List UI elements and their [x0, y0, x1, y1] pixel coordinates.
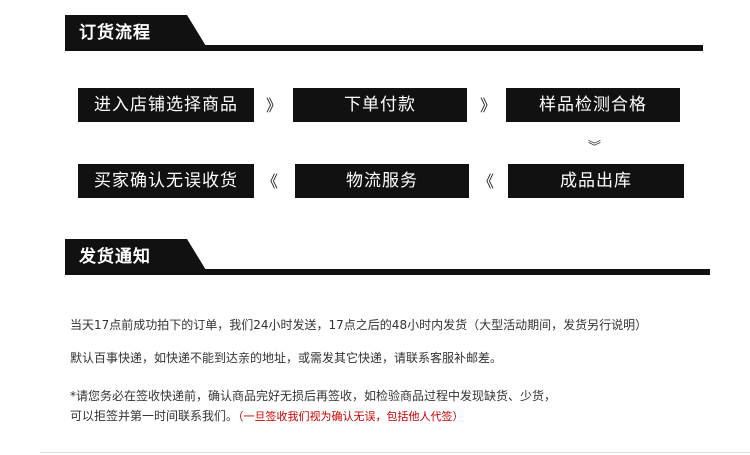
- arrow-left-icon: 《: [478, 172, 495, 191]
- bottom-divider: [40, 452, 750, 453]
- notice-line-4-text: 可以拒签并第一时间联系我们。: [70, 409, 239, 423]
- step-place-order: 下单付款: [293, 88, 467, 122]
- header-divider: [173, 269, 710, 275]
- step-sample-test: 样品检测合格: [506, 88, 680, 122]
- notice-line-4: 可以拒签并第一时间联系我们。（一旦签收我们视为确认无误，包括他人代签）: [70, 407, 464, 426]
- notice-line-2: 默认百事快递，如快递不能到达亲的地址，或需发其它快递，请联系客服补邮差。: [70, 351, 503, 365]
- header-divider: [173, 45, 703, 51]
- step-logistics: 物流服务: [295, 164, 469, 198]
- arrow-left-icon: 《: [262, 172, 279, 191]
- shipping-notice-header: 发货通知: [65, 239, 710, 275]
- shipping-notice-title: 发货通知: [65, 239, 209, 275]
- notice-line-4-note: （一旦签收我们视为确认无误，包括他人代签）: [238, 410, 464, 423]
- notice-line-1: 当天17点前成功拍下的订单，我们24小时发送，17点之后的48小时内发货（大型活…: [70, 318, 648, 332]
- step-product-outbound: 成品出库: [508, 164, 684, 198]
- notice-line-3: *请您务必在签收快递前，确认商品完好无损后再签收，如检验商品过程中发现缺货、少货…: [70, 389, 557, 403]
- arrow-right-icon: 》: [480, 96, 497, 115]
- step-buyer-confirm: 买家确认无误收货: [78, 164, 254, 198]
- order-process-title: 订货流程: [65, 15, 209, 51]
- order-process-header: 订货流程: [65, 15, 703, 51]
- arrow-down-icon: 》: [585, 139, 601, 153]
- step-select-product: 进入店铺选择商品: [78, 88, 254, 122]
- arrow-right-icon: 》: [266, 96, 283, 115]
